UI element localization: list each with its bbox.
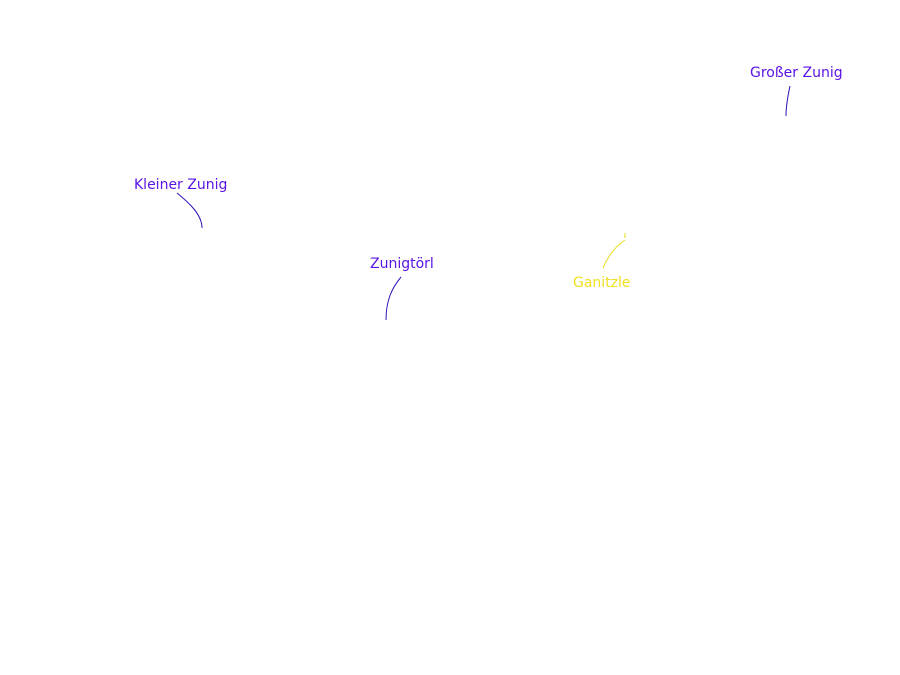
leader-line-ganitzle	[602, 239, 626, 269]
leader-line-zunigtoerl	[385, 276, 402, 321]
place-label-ganitzle: Ganitzle	[573, 275, 631, 291]
pass-label-zunigtoerl: Zunigtörl	[370, 256, 434, 272]
leader-line-grosser-zunig	[785, 85, 791, 117]
peak-label-grosser-zunig: Großer Zunig	[750, 65, 843, 81]
peak-label-kleiner-zunig: Kleiner Zunig	[134, 177, 228, 193]
leader-line-kleiner-zunig	[176, 192, 203, 229]
